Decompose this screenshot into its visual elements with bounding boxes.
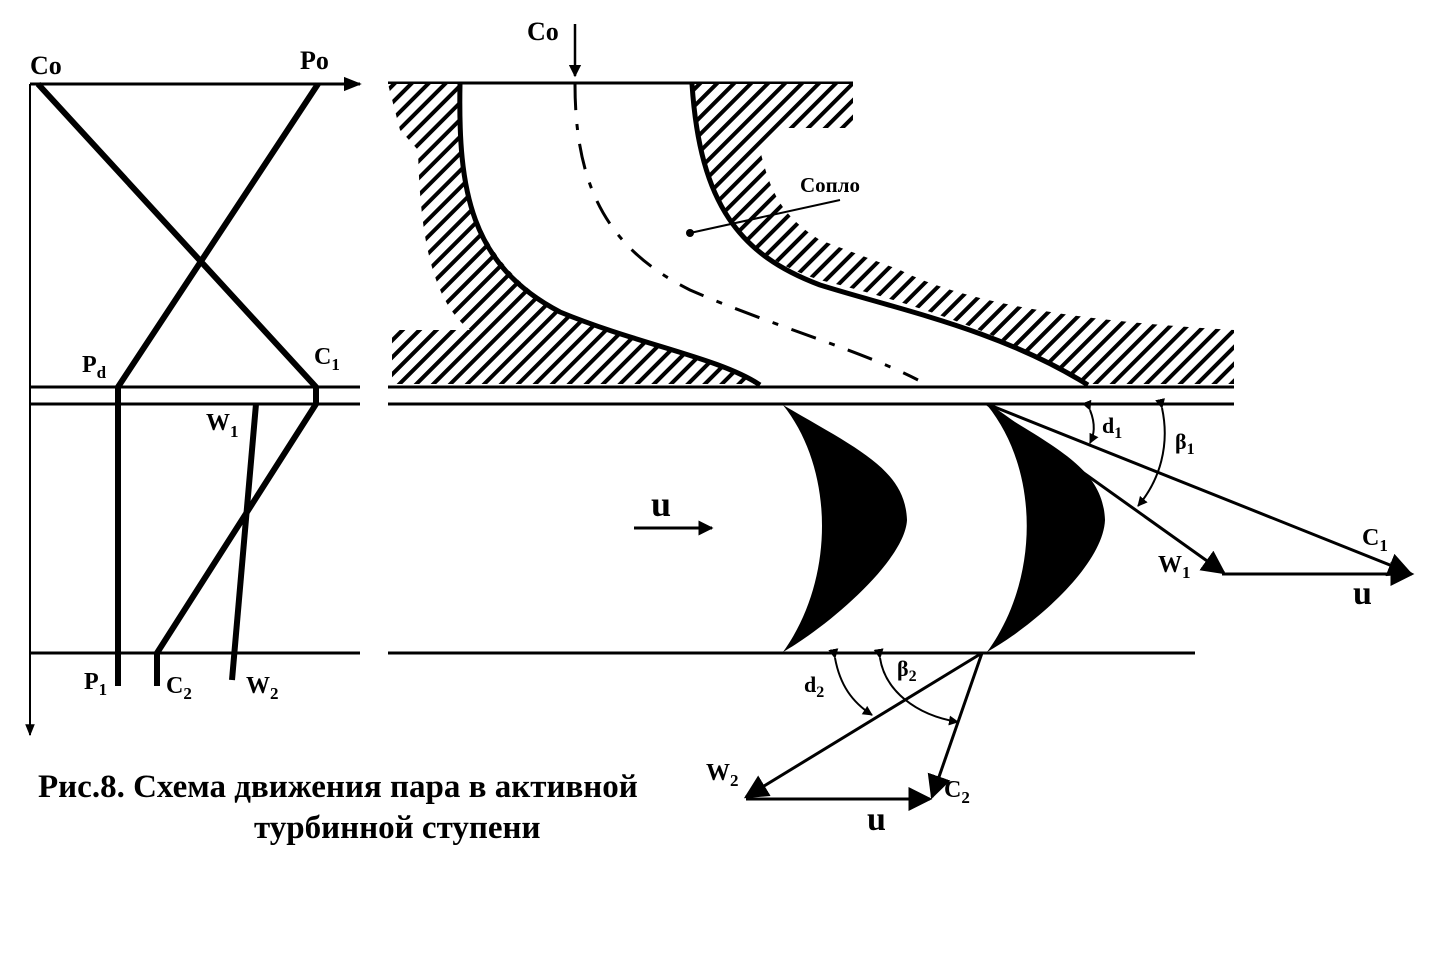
c2-vector xyxy=(927,652,984,800)
caption-line-1: Рис.8. Схема движения пара в активной xyxy=(38,769,638,805)
nozzle-left-hatch xyxy=(388,84,758,384)
nozzle-leader-dot xyxy=(686,229,694,237)
w1-vector xyxy=(986,402,1226,575)
label-u-flow: u xyxy=(651,484,671,524)
relative-velocity-w-line xyxy=(229,403,259,681)
label-pd: Pd xyxy=(82,352,107,382)
label-c2-vector: C2 xyxy=(944,777,970,807)
nozzle-right-hatch xyxy=(692,84,1234,384)
label-c2-graph: C2 xyxy=(166,673,192,703)
label-p1-graph: P1 xyxy=(84,669,107,699)
velocity-c-line xyxy=(35,81,319,686)
c1-vector xyxy=(986,402,1413,577)
nozzle-leader-line xyxy=(689,199,841,234)
alpha1-arc xyxy=(1082,399,1099,444)
pressure-p-line xyxy=(115,82,321,686)
inlet-velocity-triangle: d1 β1 C1 W1 u xyxy=(986,398,1415,612)
alpha2-arc xyxy=(828,648,873,716)
beta1-arc xyxy=(1137,398,1166,507)
label-beta2: β2 xyxy=(897,656,917,685)
label-alpha1: d1 xyxy=(1102,413,1122,442)
label-co-inlet: Co xyxy=(527,17,559,46)
label-u-inlet: u xyxy=(1353,575,1372,612)
beta2-arc xyxy=(873,648,959,726)
label-w2-vector: W2 xyxy=(706,760,739,790)
w2-vector xyxy=(743,651,983,799)
label-po: Po xyxy=(300,46,329,75)
nozzle-right-profile xyxy=(689,83,1090,388)
label-nozzle: Сопло xyxy=(800,173,860,197)
nozzle-section: Co Сопло xyxy=(388,17,1234,388)
label-beta1: β1 xyxy=(1175,429,1195,458)
label-c1-graph: C1 xyxy=(314,344,340,374)
label-w1-vector: W1 xyxy=(1158,552,1191,582)
rotor-blade-2 xyxy=(987,405,1105,652)
left-graph: Co Po Pd C1 W1 P1 C2 W2 xyxy=(25,46,362,737)
label-u-outlet: u xyxy=(867,801,886,838)
label-w2-graph: W2 xyxy=(246,673,279,703)
label-c1-vector: C1 xyxy=(1362,525,1388,555)
nozzle-centerline xyxy=(573,83,919,382)
label-co-left: Co xyxy=(30,51,62,80)
label-w1-graph: W1 xyxy=(206,410,239,441)
caption-line-2: турбинной ступени xyxy=(254,810,541,846)
label-alpha2: d2 xyxy=(804,672,824,701)
outlet-velocity-triangle: d2 β2 W2 C2 u xyxy=(706,648,984,838)
nozzle-left-profile xyxy=(457,83,762,388)
rotor-blade-1 xyxy=(783,405,907,652)
